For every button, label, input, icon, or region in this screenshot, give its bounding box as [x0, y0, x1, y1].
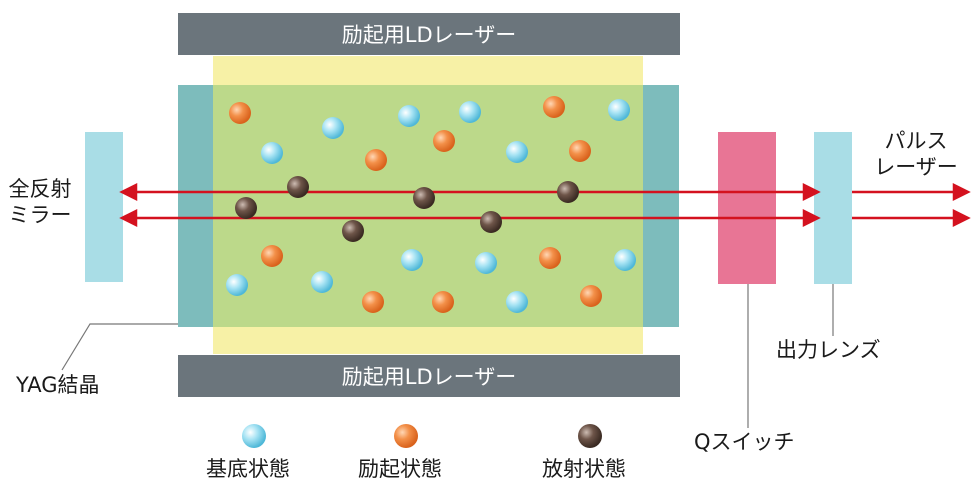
crystal-leader-line	[61, 323, 178, 371]
pulse-label-line2: レーザー	[874, 155, 958, 179]
emission-state-atom	[287, 176, 309, 198]
mirror-label-line1: 全反射	[8, 177, 72, 201]
excited-state-atom	[261, 245, 283, 267]
mirror-label: 全反射 ミラー	[4, 176, 76, 228]
ground-state-atom	[398, 105, 420, 127]
excited-state-atom	[362, 291, 384, 313]
emission-state-atom	[413, 187, 435, 209]
ground-state-atom	[401, 249, 423, 271]
pulse-label-line1: パルス	[884, 129, 948, 153]
emission-state-atom	[342, 220, 364, 242]
output-lens-label: 出力レンズ	[776, 338, 881, 362]
q-switch	[718, 132, 776, 284]
ground-state-atom	[459, 101, 481, 123]
ground-state-atom	[261, 142, 283, 164]
ground-state-atom	[311, 271, 333, 293]
ground-state-atom	[608, 99, 630, 121]
ground-state-atom	[506, 141, 528, 163]
emission-state-atom	[235, 197, 257, 219]
excited-state-atom	[580, 285, 602, 307]
full-reflection-mirror	[85, 132, 123, 282]
excited-state-atom	[432, 291, 454, 313]
pump-laser-top: 励起用LDレーザー	[178, 13, 680, 55]
legend-ground-label: 基底状態	[206, 457, 290, 481]
ground-state-atom	[614, 249, 636, 271]
emission-state-atom	[480, 211, 502, 233]
crystal-edge-right	[643, 85, 679, 327]
emission-state-atom	[557, 181, 579, 203]
output-lens	[814, 132, 852, 284]
mirror-label-line2: ミラー	[8, 203, 72, 227]
excited-state-atom	[229, 102, 251, 124]
excited-state-atom	[539, 247, 561, 269]
legend-excited-label: 励起状態	[358, 457, 442, 481]
excited-state-atom	[365, 149, 387, 171]
excited-state-atom	[433, 130, 455, 152]
ground-state-atom	[475, 252, 497, 274]
ground-state-atom	[506, 291, 528, 313]
excited-state-atom	[569, 140, 591, 162]
atoms	[226, 96, 636, 313]
ground-state-atom	[322, 117, 344, 139]
legend-emission-dot	[578, 424, 602, 448]
crystal-edge-left	[178, 85, 214, 327]
crystal-label: YAG結晶	[16, 373, 100, 397]
ground-state-atom	[226, 274, 248, 296]
legend-excited-dot	[394, 424, 418, 448]
excited-state-atom	[543, 96, 565, 118]
pump-laser-bottom: 励起用LDレーザー	[178, 355, 680, 397]
legend-ground-dot	[242, 424, 266, 448]
pulse-laser-label: パルス レーザー	[866, 128, 966, 180]
legend-emission-label: 放射状態	[542, 457, 626, 481]
q-switch-label: Qスイッチ	[694, 430, 795, 454]
